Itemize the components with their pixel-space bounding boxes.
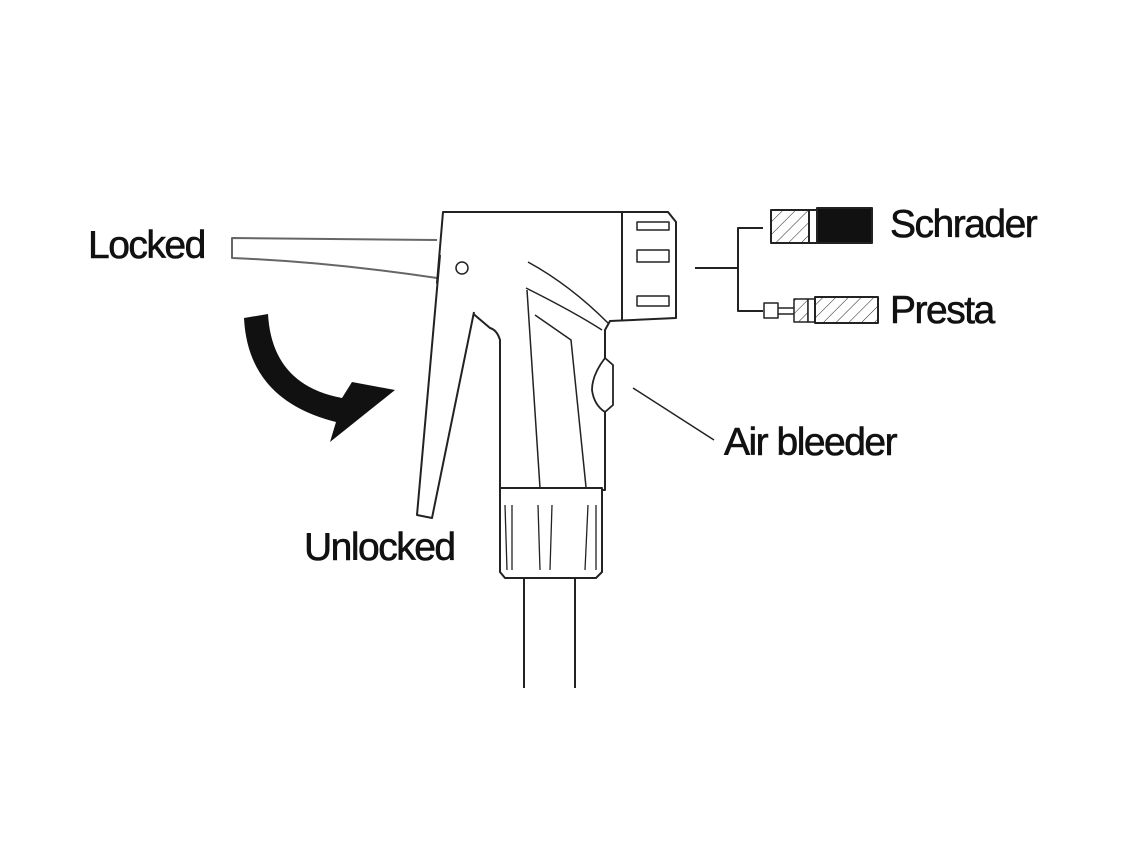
label-air-bleeder: Air bleeder (724, 421, 898, 464)
locked-lever (231, 237, 438, 279)
pivot-pin (455, 261, 469, 275)
label-unlocked: Unlocked (304, 526, 457, 569)
air-bleeder-leader (632, 387, 715, 441)
presta-fitting-hatched (814, 296, 879, 324)
pump-head (436, 211, 677, 491)
label-locked: Locked (88, 224, 207, 267)
unlocked-lever (416, 254, 475, 519)
rotate-arrow-icon (244, 314, 395, 442)
valve-bracket (695, 227, 763, 312)
air-bleeder-button (591, 357, 614, 413)
schrader-fitting-black (816, 207, 873, 244)
label-schrader: Schrader (890, 203, 1038, 246)
presta-tip (763, 302, 779, 319)
schrader-fitting-hatched (770, 209, 810, 244)
label-presta: Presta (890, 289, 996, 332)
